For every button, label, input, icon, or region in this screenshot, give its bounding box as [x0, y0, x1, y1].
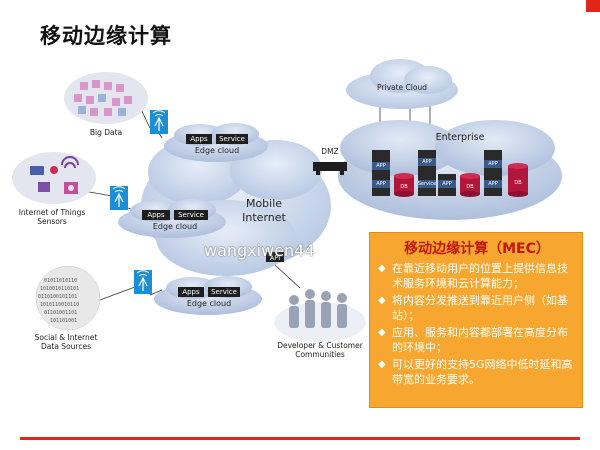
db-cylinder-3 — [508, 163, 528, 197]
edge-service-box-1 — [216, 134, 248, 144]
svg-text:0110100101101: 0110100101101 — [38, 294, 77, 300]
mec-item-4: ◆ 可以更好的支持5G网络中低时延和高带宽的业务要求。 — [378, 357, 578, 387]
mec-item-text-4: 可以更好的支持5G网络中低时延和高带宽的业务要求。 — [392, 358, 573, 386]
edge-apps-label-1: Apps — [190, 135, 208, 143]
server-app-label-6: APP — [488, 181, 497, 187]
mobile-internet-label-line2: Internet — [242, 211, 286, 224]
mec-item-1: ◆ 在靠近移动用户的位置上提供信息技术服务环境和云计算能力； — [378, 261, 578, 291]
edge-apps-label-2: Apps — [147, 211, 165, 219]
mobile-internet-label-line1: Mobile — [246, 197, 282, 210]
edge-cloud-name-3: Edge cloud — [186, 299, 232, 308]
bullet-diamond-icon: ◆ — [378, 327, 386, 338]
edge-apps-label-3: Apps — [182, 288, 200, 296]
server-app-label-3: APP — [422, 159, 431, 165]
tower-2 — [110, 186, 128, 210]
bullet-diamond-icon: ◆ — [378, 263, 386, 274]
iot-label: Internet of Things Sensors — [18, 208, 86, 226]
bullet-diamond-icon: ◆ — [378, 295, 386, 306]
social-data-graphic: 01011010110 1010010110101 0110100101101 … — [35, 265, 101, 331]
api-label: API — [270, 254, 280, 262]
edge-service-label-1: Service — [219, 135, 245, 143]
mec-list: ◆ 在靠近移动用户的位置上提供信息技术服务环境和云计算能力； ◆ 将内容分发推送到靠… — [378, 261, 578, 389]
tower-3 — [134, 270, 152, 294]
watermark: wangxiwen44 — [204, 241, 315, 260]
mec-item-text-3: 应用、服务和内容都部署在高度分布的环境中； — [392, 326, 568, 354]
svg-text:1010110010110: 1010110010110 — [40, 302, 79, 308]
enterprise-cloud — [338, 120, 562, 220]
server-app-label-2: APP — [376, 181, 385, 187]
big-data-graphic — [64, 72, 148, 124]
svg-text:1010010110101: 1010010110101 — [40, 286, 79, 292]
corner-accent — [586, 0, 600, 12]
db-label-2: DB — [466, 184, 474, 190]
edge-service-label-2: Service — [178, 211, 204, 219]
footer-divider — [20, 437, 580, 440]
dmz-label: DMZ — [321, 147, 338, 156]
svg-text:01101001101: 01101001101 — [44, 310, 77, 316]
tower-1 — [150, 110, 168, 134]
db-label-3: DB — [514, 180, 522, 186]
developer-label: Developer & Customer Communities — [277, 341, 363, 359]
page-title: 移动边缘计算 — [40, 24, 172, 48]
mec-info-box: 移动边缘计算（MEC） ◆ 在靠近移动用户的位置上提供信息技术服务环境和云计算能力… — [369, 232, 583, 408]
server-app-label-4: APP — [442, 181, 451, 187]
edge-service-label-3: Service — [211, 288, 237, 296]
server-service-label-1: Service — [418, 181, 436, 187]
db-label-1: DB — [400, 184, 408, 190]
edge-apps-box-1 — [186, 134, 212, 144]
developer-community-graphic — [274, 289, 366, 342]
mec-item-text-1: 在靠近移动用户的位置上提供信息技术服务环境和云计算能力； — [392, 262, 568, 290]
edge-cloud-name-1: Edge cloud — [194, 146, 240, 155]
db-cylinder-2 — [460, 173, 480, 197]
dmz-device — [313, 162, 347, 175]
edge-cloud-shape-2 — [118, 199, 226, 238]
edge-cloud-name-2: Edge cloud — [152, 222, 198, 231]
svg-text:101101001: 101101001 — [50, 318, 77, 324]
server-app-label-1: APP — [376, 163, 385, 169]
mec-item-text-2: 将内容分发推送到靠近用户侧（如基站）； — [392, 294, 568, 322]
server-app-label-5: APP — [488, 161, 497, 167]
bullet-diamond-icon: ◆ — [378, 359, 386, 370]
edge-apps-box-2 — [142, 210, 170, 220]
social-label: Social & Internet Data Sources — [34, 333, 98, 351]
edge-service-box-2 — [174, 210, 208, 220]
mec-item-2: ◆ 将内容分发推送到靠近用户侧（如基站）； — [378, 293, 578, 323]
svg-text:01011010110: 01011010110 — [44, 278, 77, 284]
db-cylinder-1 — [394, 173, 414, 197]
edge-service-box-3 — [208, 287, 240, 297]
enterprise-servers — [372, 150, 528, 197]
mec-item-3: ◆ 应用、服务和内容都部署在高度分布的环境中； — [378, 325, 578, 355]
edge-apps-box-3 — [178, 287, 204, 297]
api-box — [266, 252, 284, 262]
private-cloud-label: Private Cloud — [377, 83, 427, 92]
enterprise-label: Enterprise — [435, 132, 485, 143]
big-data-label: Big Data — [89, 128, 123, 137]
mec-title: 移动边缘计算（MEC） — [404, 241, 550, 257]
private-cloud — [346, 59, 458, 109]
iot-graphic — [12, 152, 96, 204]
